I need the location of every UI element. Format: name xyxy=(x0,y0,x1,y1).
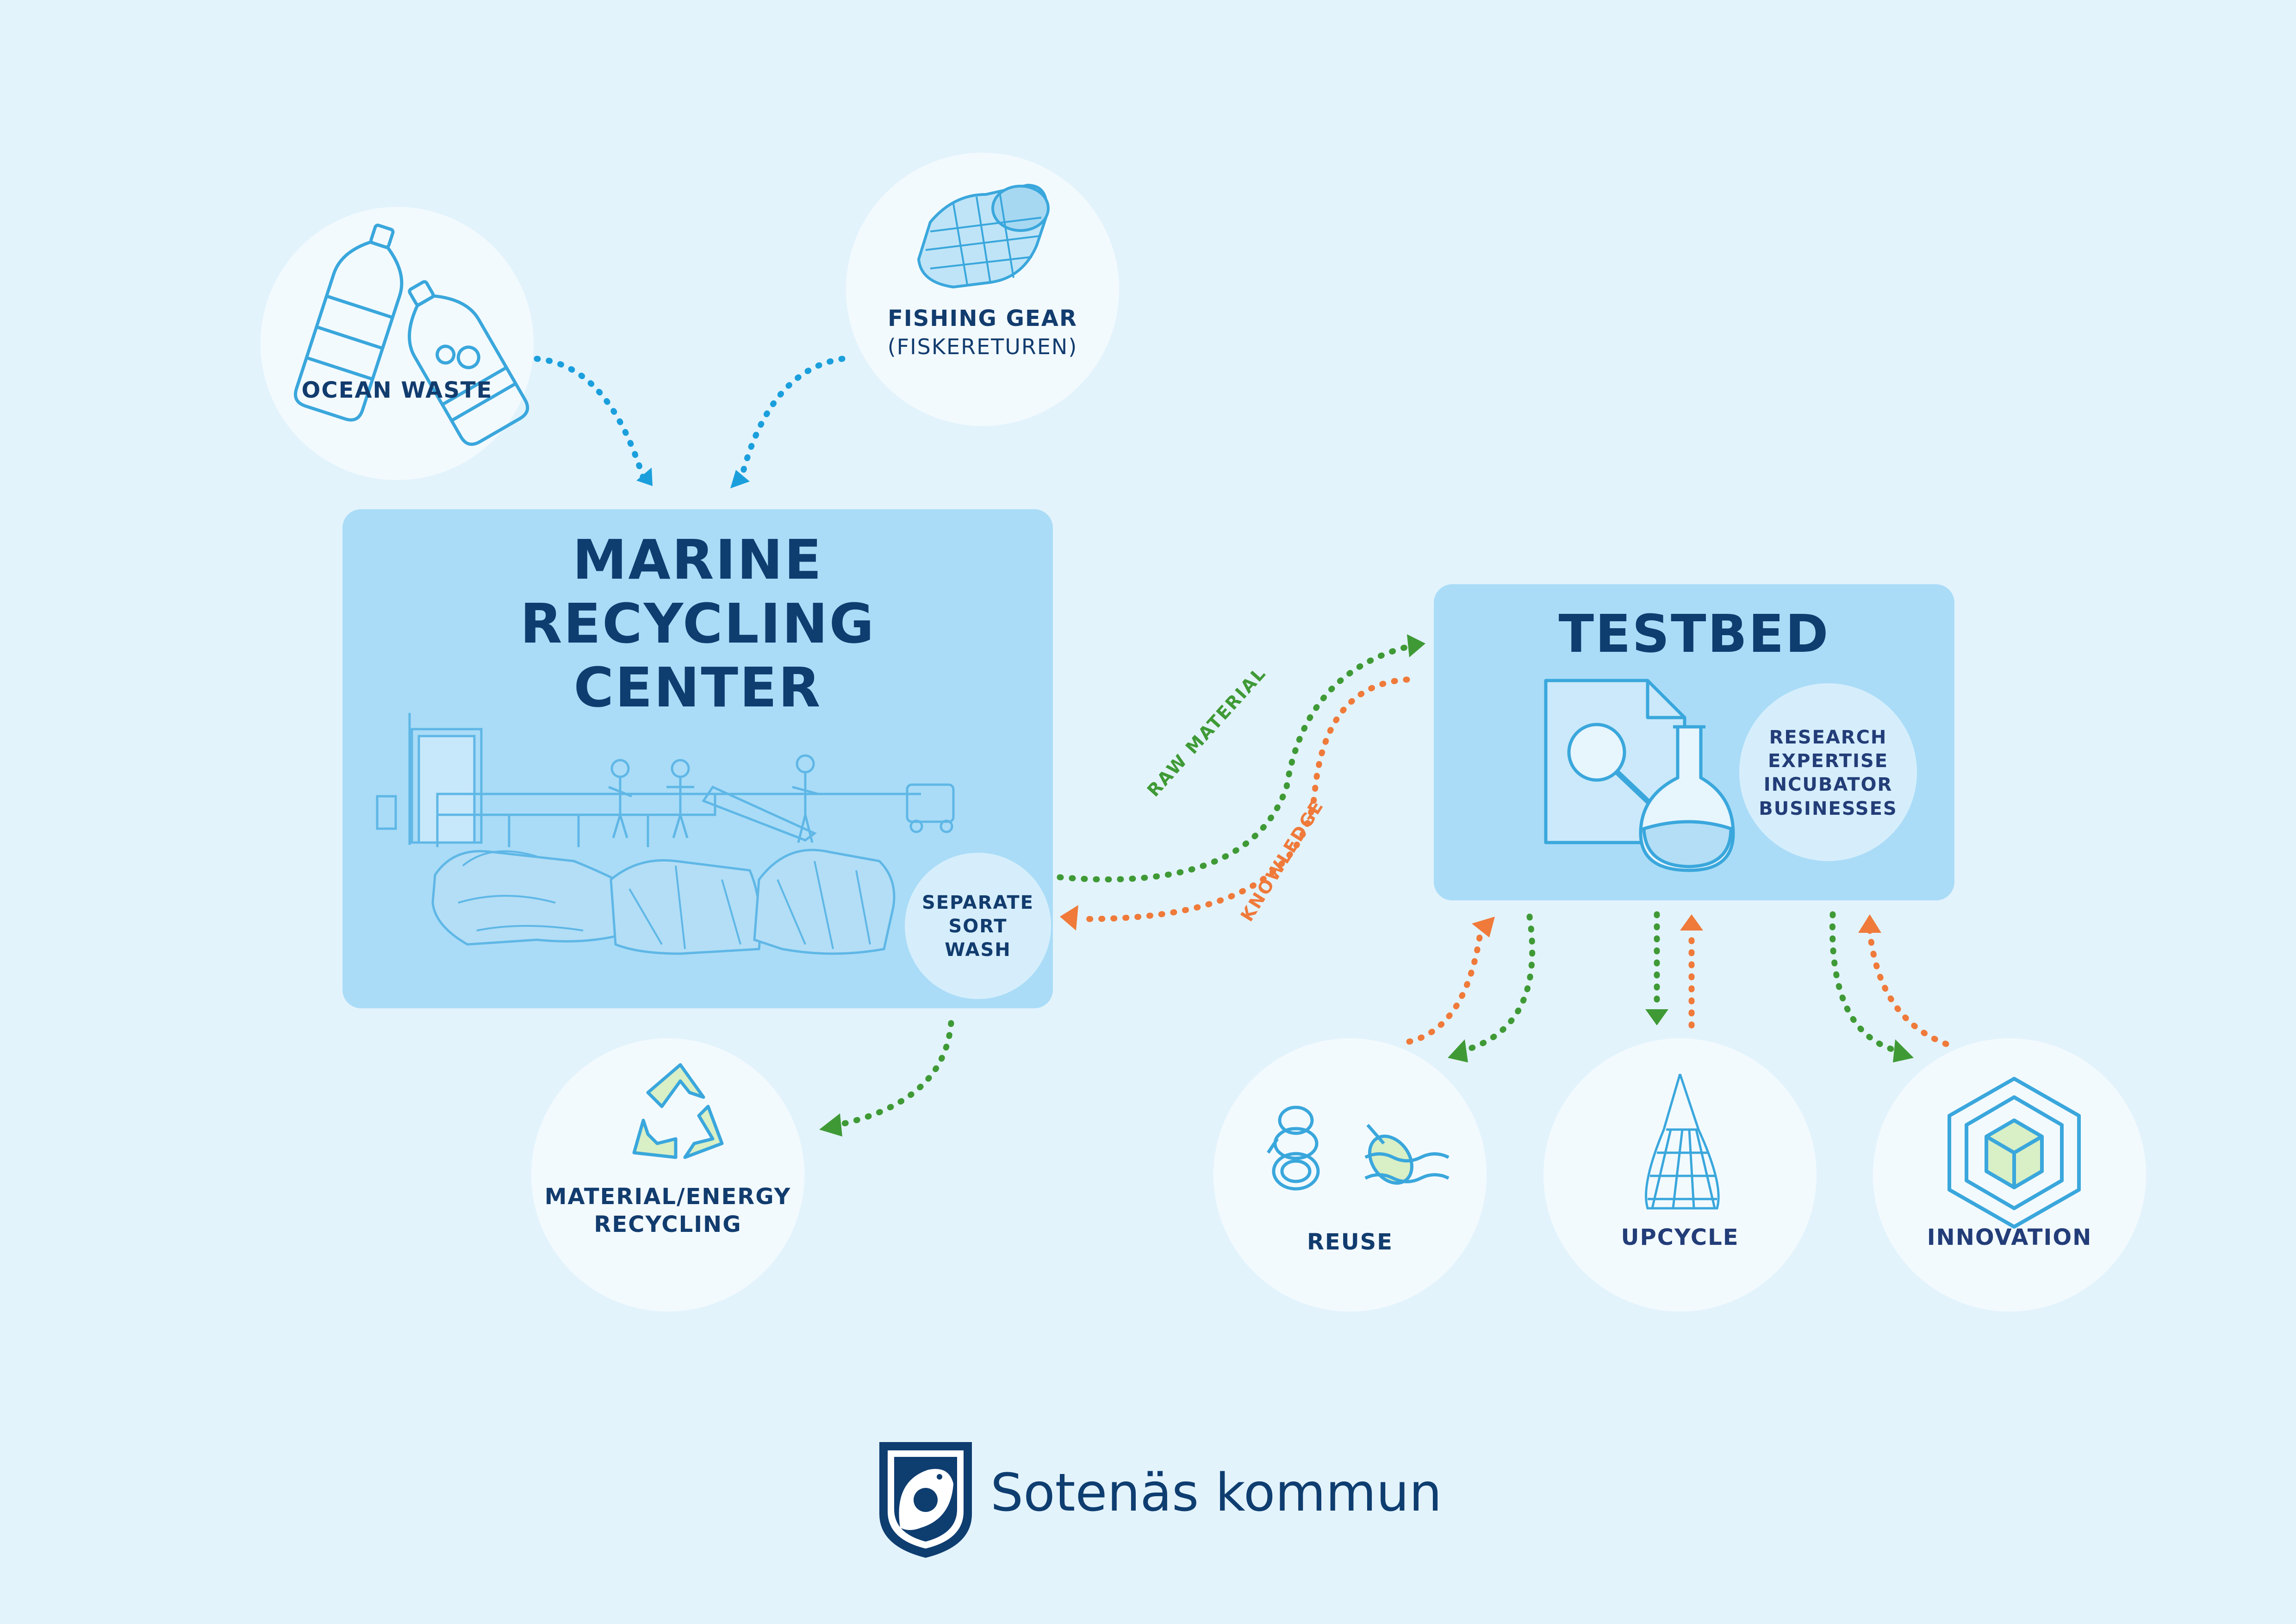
services-circle xyxy=(1739,683,1917,861)
net-bag-icon xyxy=(1645,1074,1720,1210)
process-steps: SEPARATE SORT WASH xyxy=(905,891,1051,962)
recycling-center-title: MARINE RECYCLING CENTER xyxy=(342,528,1053,719)
municipality-crest-icon xyxy=(879,1442,972,1558)
service-incubator: INCUBATOR xyxy=(1763,774,1893,796)
testbed-title: TESTBED xyxy=(1558,604,1830,664)
title-line-2: RECYCLING xyxy=(520,592,876,656)
service-expertise: EXPERTISE xyxy=(1767,750,1889,772)
from-innovation-arrow xyxy=(1867,927,1949,1047)
material-energy-label: MATERIAL/ENERGY RECYCLING xyxy=(531,1183,804,1238)
fishing-gear-sublabel: (FISKERETUREN) xyxy=(887,334,1078,359)
research-lab-icon xyxy=(1544,679,1735,872)
recycle-icon xyxy=(632,1063,724,1159)
fishing-gear-arrow xyxy=(737,356,846,485)
service-research: RESEARCH xyxy=(1769,727,1887,748)
to-recycling-arrow xyxy=(834,1020,954,1128)
raw-material-arrow xyxy=(1057,643,1415,883)
testbed-services: RESEARCH EXPERTISE INCUBATOR BUSINESSES xyxy=(1739,726,1917,821)
knowledge-arrow xyxy=(1075,676,1410,922)
rope-and-buoy-icon xyxy=(1267,1106,1450,1191)
process-separate: SEPARATE xyxy=(922,892,1034,913)
material-energy-line-2: RECYCLING xyxy=(594,1212,742,1237)
title-line-1: MARINE xyxy=(572,528,823,592)
reuse-label: REUSE xyxy=(1307,1229,1394,1255)
process-wash: WASH xyxy=(945,939,1011,961)
plastic-bottles-icon xyxy=(293,224,529,446)
from-reuse-arrow xyxy=(1406,925,1484,1045)
organization-name: Sotenäs kommun xyxy=(990,1463,1442,1523)
process-sort: SORT xyxy=(948,916,1008,937)
ocean-waste-arrow xyxy=(534,356,649,489)
recycling-facility-illustration xyxy=(376,713,955,955)
ocean-waste-circle xyxy=(261,207,534,480)
service-businesses: BUSINESSES xyxy=(1759,798,1898,819)
upcycle-label: UPCYCLE xyxy=(1621,1224,1739,1250)
material-energy-line-1: MATERIAL/ENERGY xyxy=(544,1184,791,1210)
process-circle xyxy=(905,853,1051,999)
fishing-gear-label: FISHING GEAR xyxy=(888,306,1077,331)
fishing-trap-icon xyxy=(917,183,1050,289)
cube-innovation-icon xyxy=(1948,1077,2081,1229)
ocean-waste-label: OCEAN WASTE xyxy=(301,377,493,403)
innovation-label: INNOVATION xyxy=(1927,1224,2092,1250)
to-reuse-arrow xyxy=(1459,913,1536,1054)
title-line-3: CENTER xyxy=(573,656,822,720)
to-innovation-arrow xyxy=(1829,911,1901,1054)
